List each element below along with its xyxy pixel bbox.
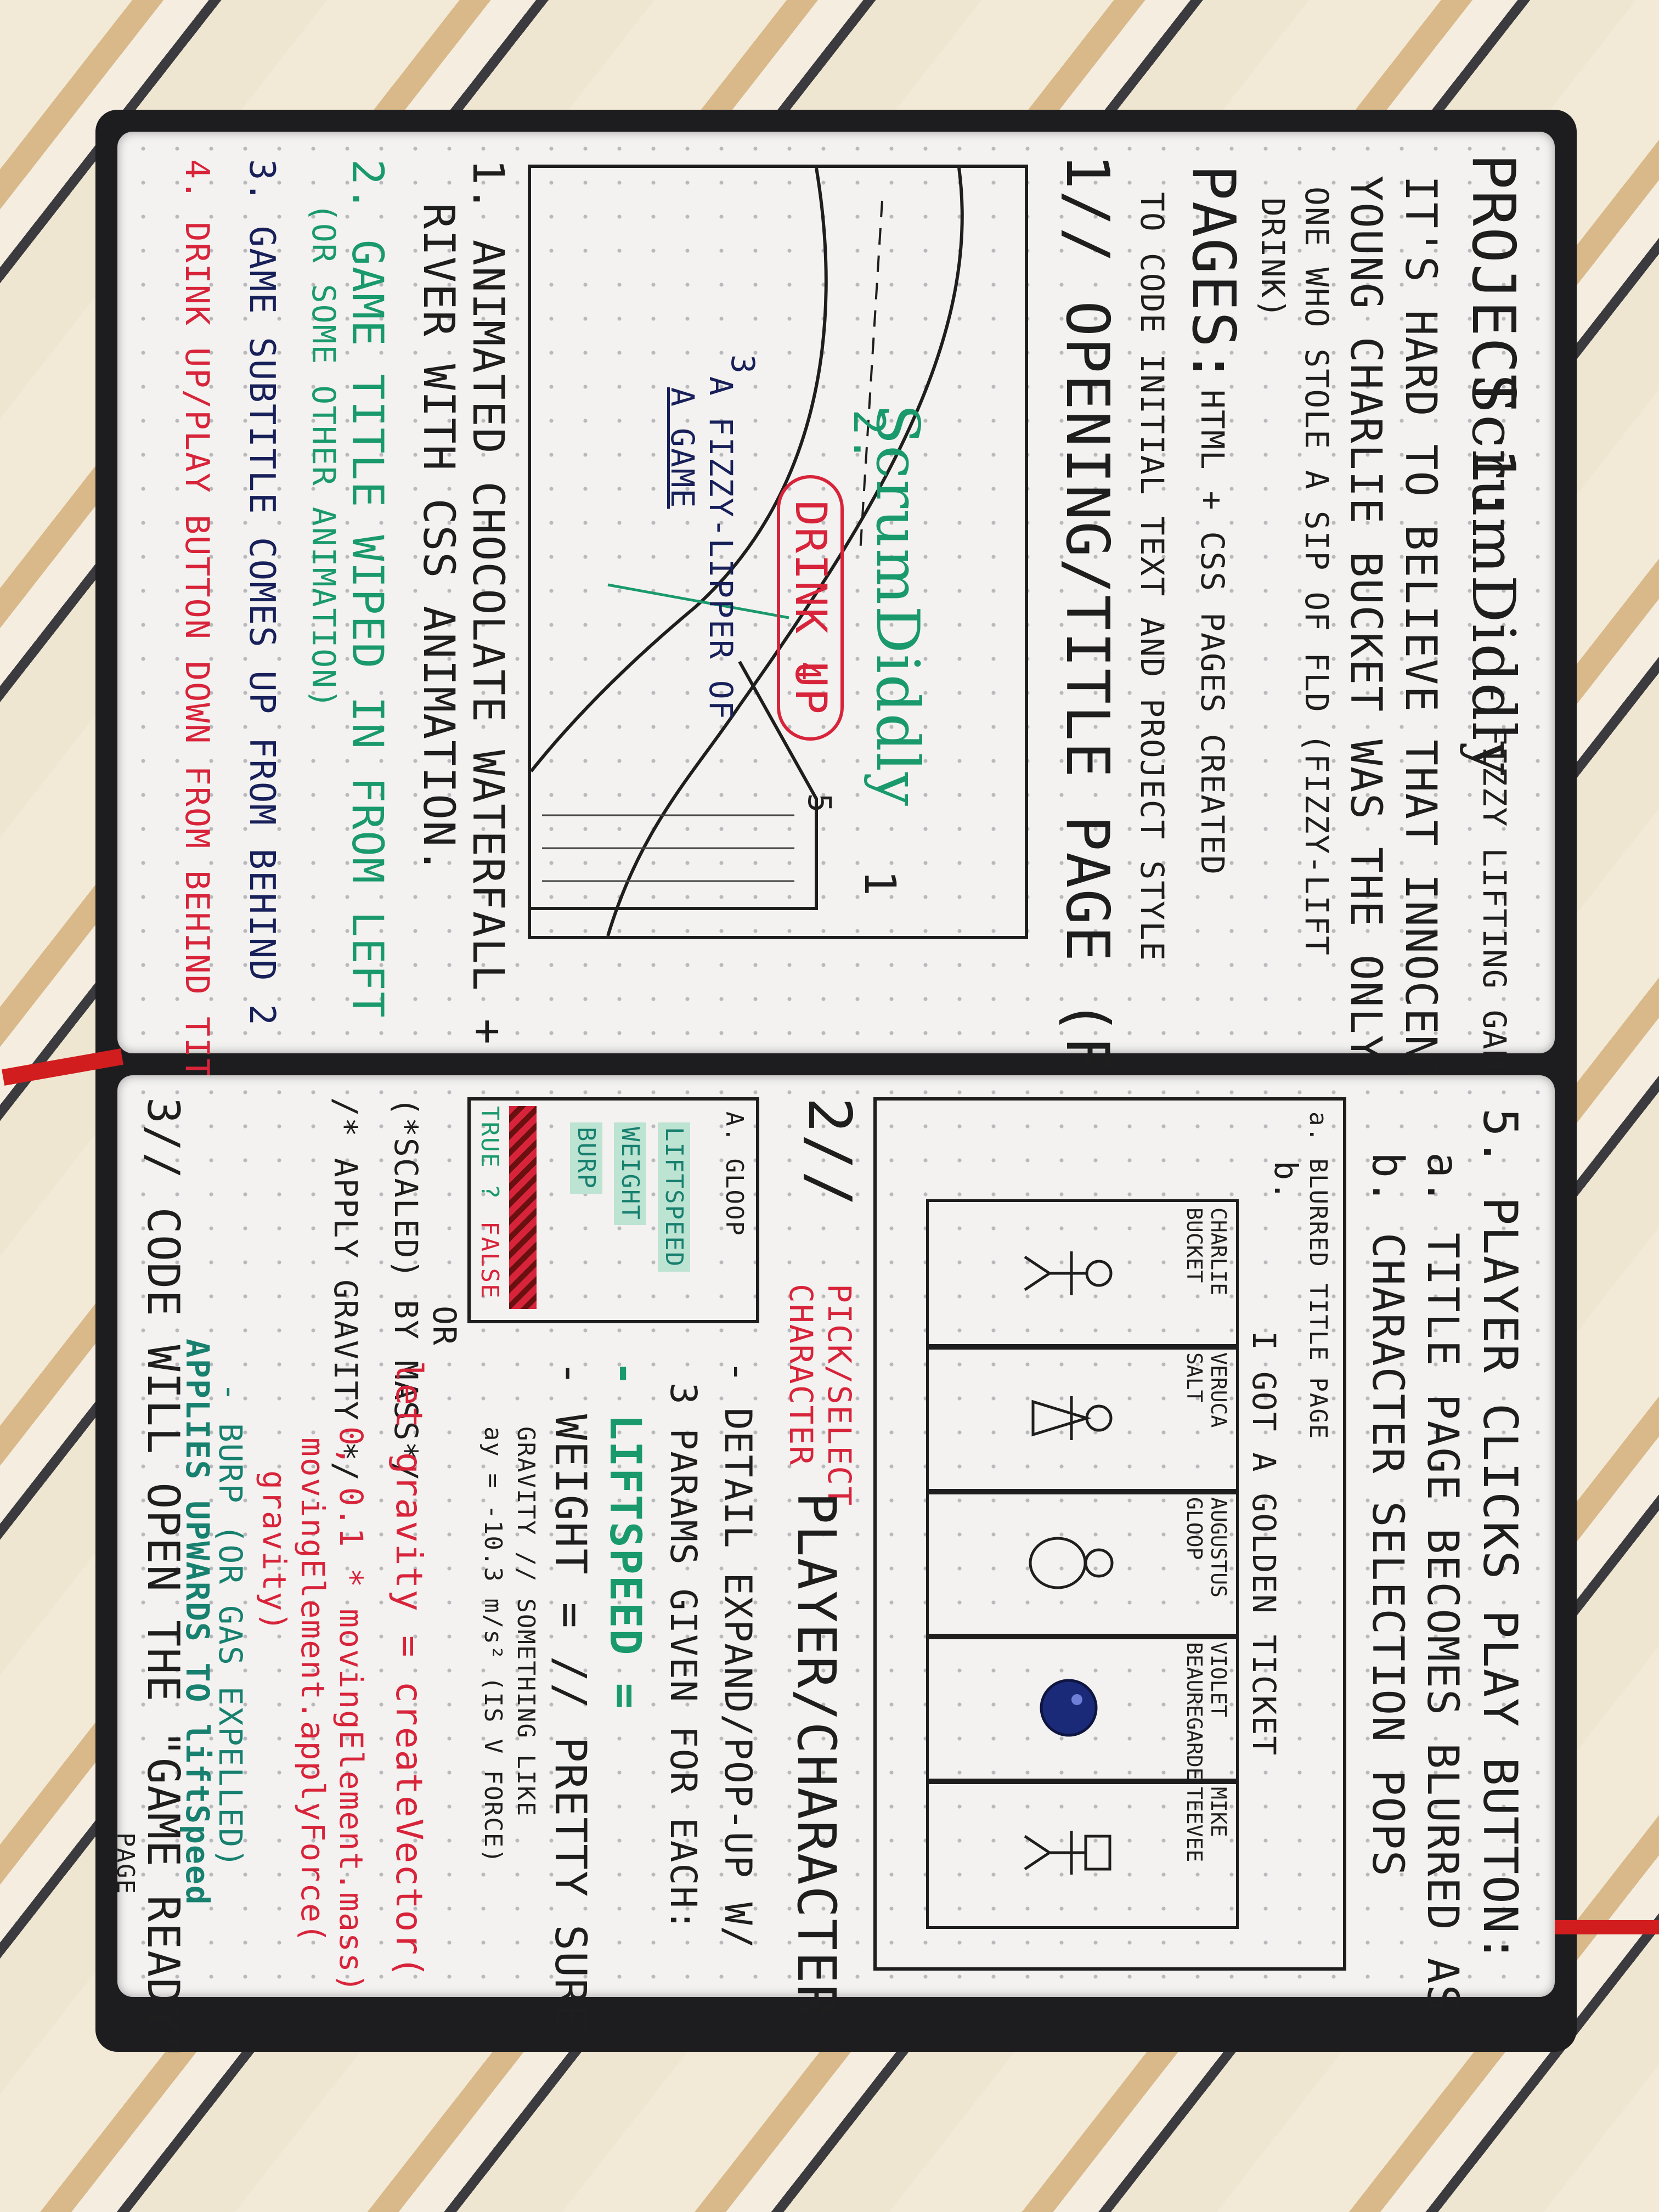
marker-4: 4 xyxy=(790,662,827,682)
section-3-line-2: PAGE xyxy=(111,1832,139,1895)
bookmark-ribbon-top xyxy=(1538,1920,1659,1934)
pick-character-label-2: CHARACTER xyxy=(782,1284,820,1466)
intro-line-2: YOUNG CHARLIE BUCKET WAS THE ONLY xyxy=(1341,176,1390,1062)
sketch-tagline-1: A FIZZY-LIPPER OF xyxy=(702,376,740,721)
character-card-veruca[interactable]: VERUCA SALT xyxy=(926,1344,1239,1494)
code-apply-gravity: /* APPLY GRAVITY */ xyxy=(327,1097,364,1482)
character-name-augustus: AUGUSTUS GLOOP xyxy=(1182,1497,1231,1598)
code-apply-force-2: gravity) xyxy=(256,1470,293,1633)
gravity-note-1: GRAVITY // SOMETHING LIKE xyxy=(512,1426,540,1818)
character-sketch-icon xyxy=(1029,1537,1114,1589)
character-select-sketch: a. BLURRED TITLE PAGE b. I GOT A GOLDEN … xyxy=(873,1097,1346,1971)
character-name-mike: MIKE TEEVEE xyxy=(1182,1787,1231,1863)
character-name-violet: VIOLET BEAUREGARDE xyxy=(1182,1642,1231,1780)
blue-ball-icon xyxy=(1040,1679,1098,1737)
burp-param-1: - BURP (OR GAS EXPELLED) xyxy=(212,1383,249,1869)
sketch-tagline-2: A GAME xyxy=(664,387,701,509)
marker-5: 5 xyxy=(801,793,838,814)
code-or: OR xyxy=(426,1306,463,1346)
list-item-2-line-2: (OR SOME OTHER ANIMATION) xyxy=(305,203,342,709)
player-character-heading: PLAYER/CHARACTER xyxy=(786,1492,847,2017)
params-line: 3 PARAMS GIVEN FOR EACH: xyxy=(662,1383,704,1932)
pages-line-2: TO CODE INITIAL TEXT AND PROJECT STYLE xyxy=(1133,192,1171,962)
character-sketch-icon xyxy=(1031,1396,1113,1440)
card-stat-liftspeed: LIFTSPEED xyxy=(658,1122,690,1272)
character-name-veruca: VERUCA SALT xyxy=(1182,1352,1231,1428)
code-let-gravity: let gravity = createVector( xyxy=(388,1361,430,1979)
detail-expand-line: - DETAIL EXPAND/POP-UP W/ xyxy=(716,1361,759,1950)
card-toggle-bar[interactable] xyxy=(509,1106,537,1309)
list-item-4: 4. DRINK UP/PLAY BUTTON DOWN FROM BEHIND… xyxy=(178,159,216,1121)
list-item-3: 3. GAME SUBTITLE COMES UP FROM BEHIND 2 xyxy=(241,159,282,1026)
code-vector-args: 0, 0.1 * movingElement.mass) xyxy=(332,1426,370,1994)
intro-line-4: DRINK) xyxy=(1254,198,1291,319)
pages-heading: PAGES: xyxy=(1179,165,1248,386)
card-stat-burp: BURP xyxy=(570,1122,602,1194)
pages-line-1: HTML + CSS PAGES CREATED xyxy=(1194,390,1231,876)
tab-blurred-title: a. BLURRED TITLE PAGE xyxy=(1304,1111,1332,1440)
code-apply-force-1: movingElement.applyForce( xyxy=(294,1437,331,1944)
pick-character-label-1: PICK/SELECT xyxy=(821,1284,858,1507)
right-page: 5. PLAYER CLICKS PLAY BUTTON: a. TITLE P… xyxy=(111,1075,1555,2061)
character-card-augustus[interactable]: AUGUSTUS GLOOP xyxy=(926,1489,1239,1639)
card-false-label: FALSE xyxy=(476,1221,504,1300)
section-3-line-1: 3// CODE WILL OPEN THE "GAME READY" xyxy=(138,1097,189,2061)
marker-2: 2. xyxy=(844,409,893,463)
character-card-violet[interactable]: VIOLET BEAUREGARDE xyxy=(926,1634,1239,1784)
marker-3: 3 xyxy=(724,354,761,375)
sketch-game-title: ScrumDiddly xyxy=(863,404,932,808)
section-2-heading: 2// xyxy=(795,1097,864,1208)
tab-b-label: b. xyxy=(1267,1161,1305,1201)
list-item-2-line-1: 2. GAME TITLE WIPED IN FROM LEFT xyxy=(342,159,392,1019)
weight-param: - WEIGHT = // PRETTY SURE xyxy=(545,1361,595,2032)
intro-line-3: ONE WHO STOLE A SIP OF FLD (FIZZY-LIFT xyxy=(1298,187,1335,956)
list-item-5-heading: 5. PLAYER CLICKS PLAY BUTTON: xyxy=(1472,1108,1527,1964)
marker-1: 1 xyxy=(855,870,904,897)
sketch-drink-up-button: DRINK UP xyxy=(777,475,844,741)
character-sketch-icon xyxy=(1024,1831,1111,1875)
title-page-sketch: ScrumDiddly DRINK UP A FIZZY-LIPPER OF A… xyxy=(528,165,1028,939)
card-true-label: TRUE ? xyxy=(476,1106,504,1200)
character-detail-card[interactable]: A. GLOOP LIFTSPEED WEIGHT BURP TRUE ? FA… xyxy=(467,1097,759,1323)
gravity-note-2: ay = -10.3 m/s² (IS V FORCE) xyxy=(479,1426,507,1864)
waterfall-sketch xyxy=(531,168,964,936)
list-item-5b: b. CHARACTER SELECTION POPS xyxy=(1363,1152,1412,1877)
intro-line-1: IT'S HARD TO BELIEVE THAT INNOCENT xyxy=(1396,176,1445,1089)
card-stat-weight: WEIGHT xyxy=(614,1122,646,1225)
card-character-name: A. GLOOP xyxy=(720,1111,748,1237)
liftspeed-param: - LIFTSPEED = xyxy=(600,1361,650,1710)
character-card-mike[interactable]: MIKE TEEVEE xyxy=(926,1779,1239,1929)
list-item-5a: a. TITLE PAGE BECOMES BLURRED AS xyxy=(1418,1152,1467,2012)
golden-ticket-banner: I GOT A GOLDEN TICKET xyxy=(1245,1331,1283,1757)
list-item-1-line-1: 1. ANIMATED CHOCOLATE WATERFALL + xyxy=(463,159,512,1046)
left-page: PROJECT 1: ScrumDiddly - FIZZY LIFTING G… xyxy=(117,132,1555,1404)
character-sketch-icon xyxy=(1024,1251,1113,1295)
character-name-charlie: CHARLIE BUCKET xyxy=(1182,1207,1231,1296)
character-card-charlie[interactable]: CHARLIE BUCKET xyxy=(926,1199,1239,1350)
game-subtitle: - FIZZY LIFTING GAME xyxy=(1476,686,1513,1091)
list-item-1-line-2: RIVER WITH CSS ANIMATION. xyxy=(414,203,463,874)
